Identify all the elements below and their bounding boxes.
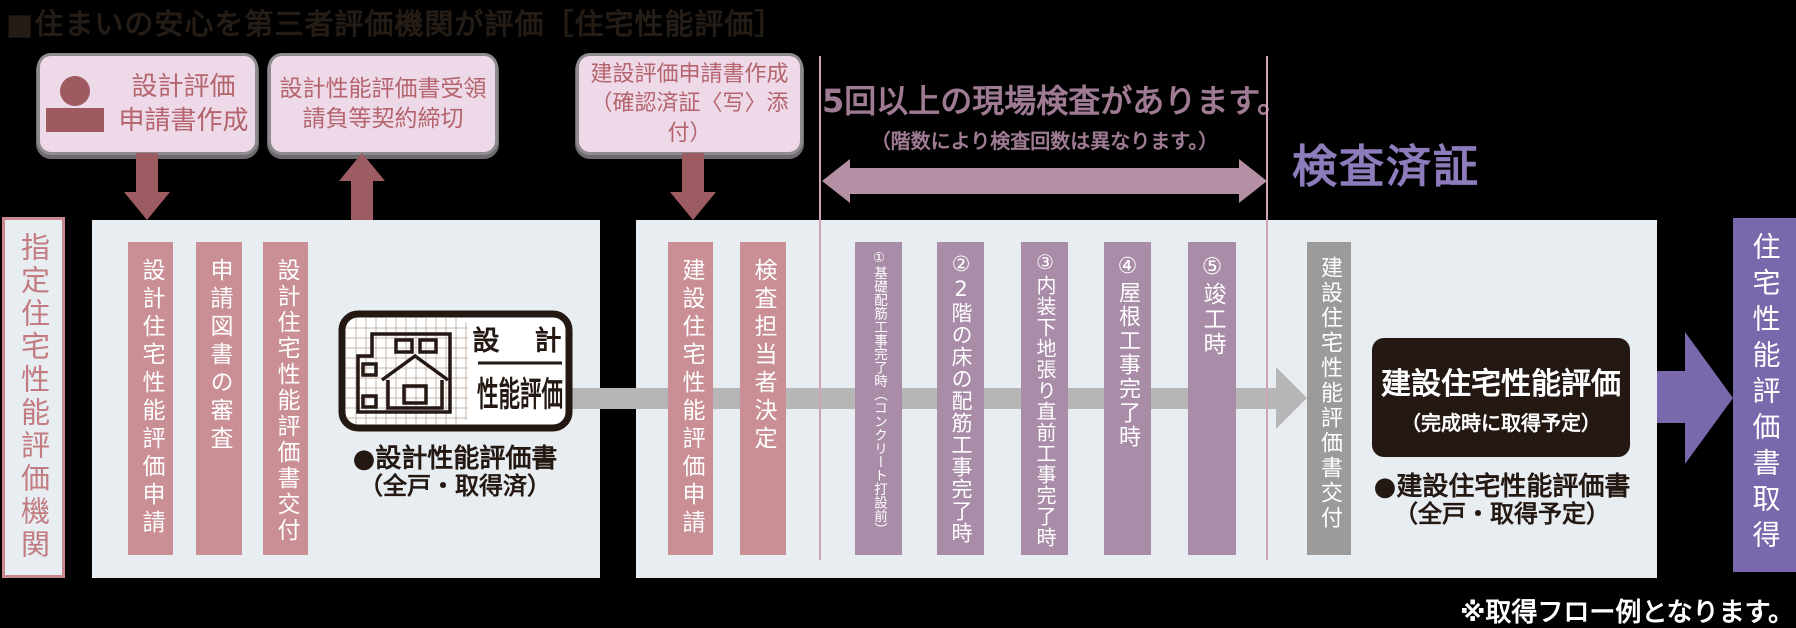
- arrow-down-icon: [682, 153, 704, 192]
- arrow-down-icon: [124, 192, 170, 220]
- inspection-bar-4: ④屋根工事完了時: [1104, 242, 1151, 555]
- box3-line2: （確認済証〈写〉添付）: [590, 91, 789, 146]
- design-report-receipt-box: 設計性能評価書受領 請負等契約締切: [268, 53, 498, 155]
- design-report-note-line1: ●設計性能評価書: [352, 444, 558, 474]
- inspection-certificate-label: 検査済証: [1292, 140, 1481, 193]
- acquisition-label: 住宅性能評価書取得: [1748, 232, 1782, 556]
- box3-line1: 建設評価申請書作成: [590, 62, 789, 88]
- inspection-headline: 5回以上の現場検査があります。: [822, 82, 1290, 120]
- inspection-bar-5: ⑤竣工時: [1188, 242, 1236, 555]
- person-icon: [46, 76, 105, 132]
- design-performance-evaluation-stamp: 設 計 性能評価: [338, 310, 573, 432]
- logo-top-text: 設 計: [473, 325, 566, 357]
- inspection-bar-2: ②2階の床の配筋工事完了時: [937, 242, 984, 555]
- result-box-subtitle: （完成時に取得予定）: [1401, 411, 1601, 435]
- inspection-zone-right-line: [1266, 56, 1268, 560]
- step-bar-construction-report-issue: 建設住宅性能評価書交付: [1307, 242, 1351, 555]
- step-bar-design-report-issue: 設計住宅性能評価書交付: [263, 242, 308, 555]
- process-flow-arrow-head-icon: [1276, 367, 1307, 429]
- acquisition-arrow: [1657, 371, 1685, 423]
- construction-evaluation-application-box: 建設評価申請書作成 （確認済証〈写〉添付）: [576, 53, 803, 155]
- blueprint-grid: [346, 318, 468, 424]
- acquisition-result-bar: 住宅性能評価書取得: [1733, 218, 1796, 572]
- double-headed-arrow-icon: [822, 159, 1267, 203]
- acquisition-arrow-head-icon: [1685, 332, 1733, 464]
- result-box-title: 建設住宅性能評価: [1381, 367, 1621, 402]
- arrow-down-icon: [670, 192, 716, 220]
- construction-report-note-line1: ●建設住宅性能評価書: [1373, 472, 1631, 502]
- logo-bottom-text: 性能評価: [477, 375, 563, 415]
- step-bar-document-review: 申請図書の審査: [196, 242, 242, 555]
- design-report-note-line2: （全戸・取得済）: [359, 472, 551, 500]
- box2-line1: 設計性能評価書受領: [279, 75, 487, 102]
- house-floorplan-icon: [356, 332, 452, 414]
- inspection-zone-left-line: [819, 56, 821, 560]
- inspection-subline: （階数により検査回数は異なります。）: [870, 129, 1219, 153]
- page-title: ■住まいの安心を第三者評価機関が評価［住宅性能評価］: [6, 7, 785, 41]
- arrow-up-icon: [351, 181, 373, 220]
- inspection-bar-3: ③内装下地張り直前工事完了時: [1021, 242, 1068, 555]
- process-flow-arrow: [560, 388, 1276, 409]
- box1-line1: 設計評価: [131, 71, 236, 102]
- inspection-bar-1: ①基礎配筋工事完了時（コンクリート打設前）: [855, 242, 902, 555]
- footnote: ※取得フロー例となります。: [1460, 598, 1794, 628]
- box1-line2: 申請書作成: [118, 106, 249, 136]
- box2-line2: 請負等契約締切: [302, 106, 464, 132]
- designated-evaluation-org-box: 指定住宅性能評価機関: [2, 217, 65, 578]
- design-evaluation-application-box: 設計評価 申請書作成: [37, 53, 258, 155]
- arrow-up-icon: [339, 153, 385, 181]
- step-bar-inspector-assignment: 検査担当者決定: [740, 242, 786, 555]
- org-label: 指定住宅性能評価機関: [16, 232, 51, 562]
- step-bar-construction-application: 建設住宅性能評価申請: [668, 242, 713, 555]
- step-bar-design-application: 設計住宅性能評価申請: [128, 242, 173, 555]
- construction-report-note-line2: （全戸・取得予定）: [1394, 500, 1610, 528]
- arrow-down-icon: [136, 153, 158, 192]
- construction-evaluation-result-box: 建設住宅性能評価 （完成時に取得予定）: [1372, 338, 1630, 457]
